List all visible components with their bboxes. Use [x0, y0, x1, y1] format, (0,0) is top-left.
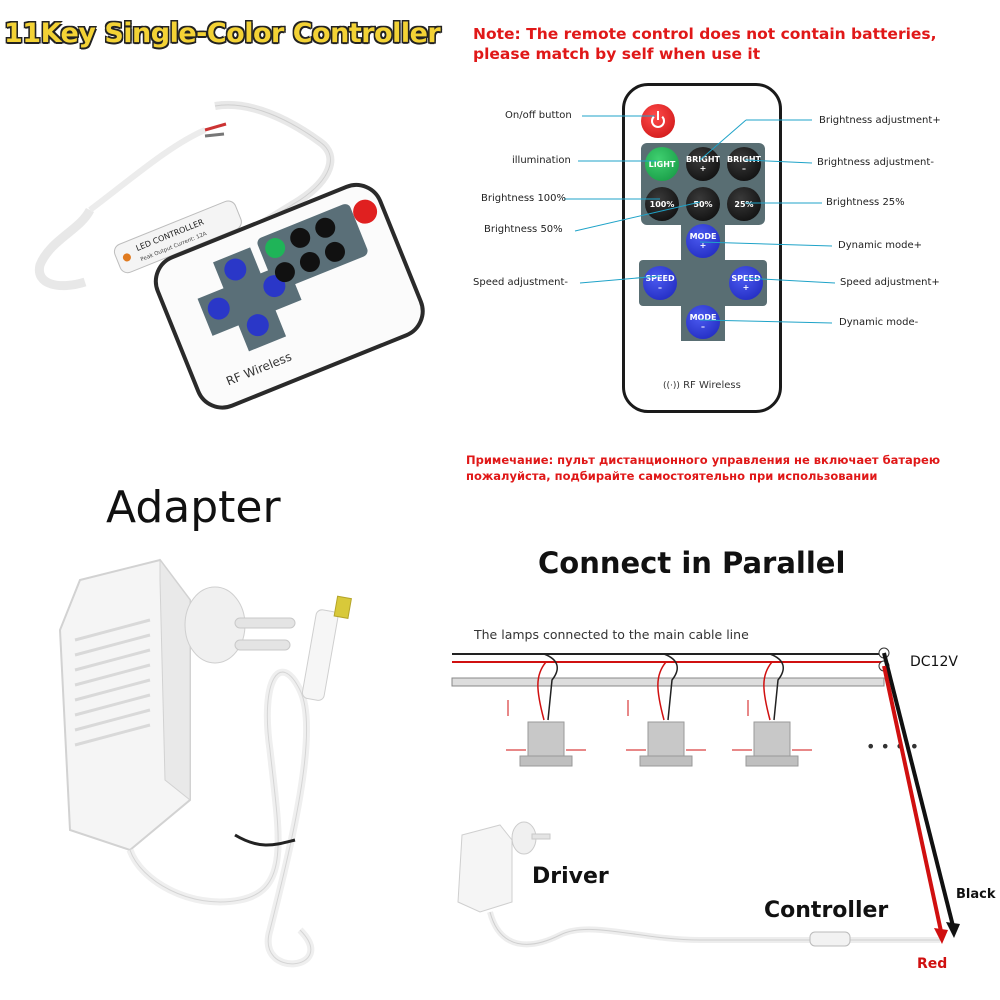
lamps-caption: The lamps connected to the main cable li…	[474, 627, 749, 642]
bright-minus-sign: –	[742, 164, 746, 173]
black-wire-label: Black	[956, 887, 996, 902]
callout-brightness-100: Brightness 100%	[481, 193, 567, 204]
bright-minus-label: BRIGHT	[727, 155, 761, 164]
mode-minus-label: MODE	[689, 313, 717, 322]
red-wire-label: Red	[917, 956, 948, 972]
callout-brightness-25: Brightness 25%	[826, 197, 905, 208]
controller-photo: LED CONTROLLER Peak Output Current: 12A …	[34, 100, 425, 410]
mode-plus-button[interactable]: MODE+	[686, 224, 720, 258]
brightness-100-label: 100%	[649, 199, 675, 209]
voltage-label: DC12V	[910, 654, 958, 670]
callout-bright-minus: Brightness adjustment-	[817, 157, 934, 168]
product-title: 11Key Single-Color Controller	[4, 18, 441, 49]
callout-mode-plus: Dynamic mode+	[838, 240, 923, 251]
bright-plus-label: BRIGHT	[686, 155, 720, 164]
speed-minus-sign: –	[658, 283, 662, 292]
battery-note-ru-line1: Примечание: пульт дистанционного управле…	[466, 453, 941, 467]
callout-mode-minus: Dynamic mode-	[839, 317, 919, 328]
brightness-25-label: 25%	[734, 199, 754, 209]
callout-lines	[564, 115, 836, 324]
remote-footer-label: RF Wireless	[683, 380, 741, 391]
callout-speed-minus: Speed adjustment-	[473, 277, 569, 288]
callout-illumination: illumination	[512, 155, 571, 166]
bright-minus-button[interactable]: BRIGHT–	[727, 147, 761, 181]
battery-note-ru: Примечание: пульт дистанционного управле…	[466, 452, 940, 484]
controller-label: Controller	[764, 898, 889, 923]
lamp-2	[626, 653, 706, 767]
light-button-label: LIGHT	[648, 159, 676, 169]
parallel-wiring-diagram: • • • •	[451, 647, 960, 948]
driver-illustration	[457, 821, 551, 913]
battery-note-en-line1: Note: The remote control does not contai…	[473, 25, 937, 43]
speed-minus-button[interactable]: SPEED–	[643, 266, 677, 300]
bright-plus-sign: +	[699, 164, 707, 173]
adapter-photo	[58, 558, 352, 968]
speed-plus-sign: +	[742, 283, 750, 292]
lamp-1	[506, 653, 586, 767]
remote-footer: ((·)) RF Wireless	[663, 380, 741, 391]
adapter-label: Adapter	[106, 482, 281, 533]
callout-brightness-50: Brightness 50%	[484, 224, 563, 235]
mode-minus-sign: –	[701, 322, 705, 331]
battery-note-en: Note: The remote control does not contai…	[473, 24, 937, 64]
speed-minus-label: SPEED	[645, 274, 675, 283]
callout-onoff: On/off button	[505, 110, 572, 121]
power-button[interactable]	[641, 104, 675, 138]
wireless-icon: ((·))	[663, 381, 680, 391]
callout-speed-plus: Speed adjustment+	[840, 277, 940, 288]
mode-minus-button[interactable]: MODE–	[686, 305, 720, 339]
battery-note-en-line2: please match by self when use it	[473, 45, 761, 63]
driver-label: Driver	[532, 864, 609, 889]
bright-plus-button[interactable]: BRIGHT+	[686, 147, 720, 181]
mode-plus-label: MODE	[689, 232, 717, 241]
battery-note-ru-line2: пожалуйста, подбирайте самостоятельно пр…	[466, 469, 878, 483]
callout-bright-plus: Brightness adjustment+	[819, 115, 941, 126]
mode-plus-sign: +	[699, 241, 707, 250]
brightness-100-button[interactable]: 100%	[645, 187, 679, 221]
lamp-3	[732, 653, 812, 767]
brightness-25-button[interactable]: 25%	[727, 187, 761, 221]
remote-diagram: LIGHT BRIGHT+ BRIGHT– 100% 50% 25% MODE+…	[622, 83, 782, 413]
parallel-heading: Connect in Parallel	[538, 546, 846, 580]
brightness-50-label: 50%	[693, 199, 713, 209]
light-button[interactable]: LIGHT	[645, 147, 679, 181]
